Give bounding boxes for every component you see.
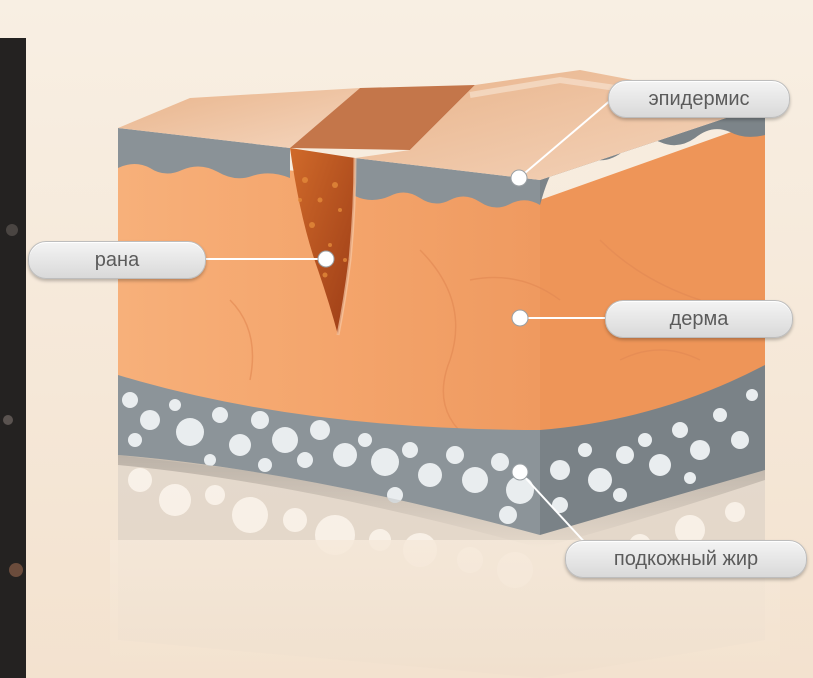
label-subcutaneous-fat: подкожный жир [565, 540, 807, 578]
background-photo-strip [0, 38, 26, 678]
label-wound: рана [28, 241, 206, 279]
label-epidermis: эпидермис [608, 80, 790, 118]
label-dermis: дерма [605, 300, 793, 338]
